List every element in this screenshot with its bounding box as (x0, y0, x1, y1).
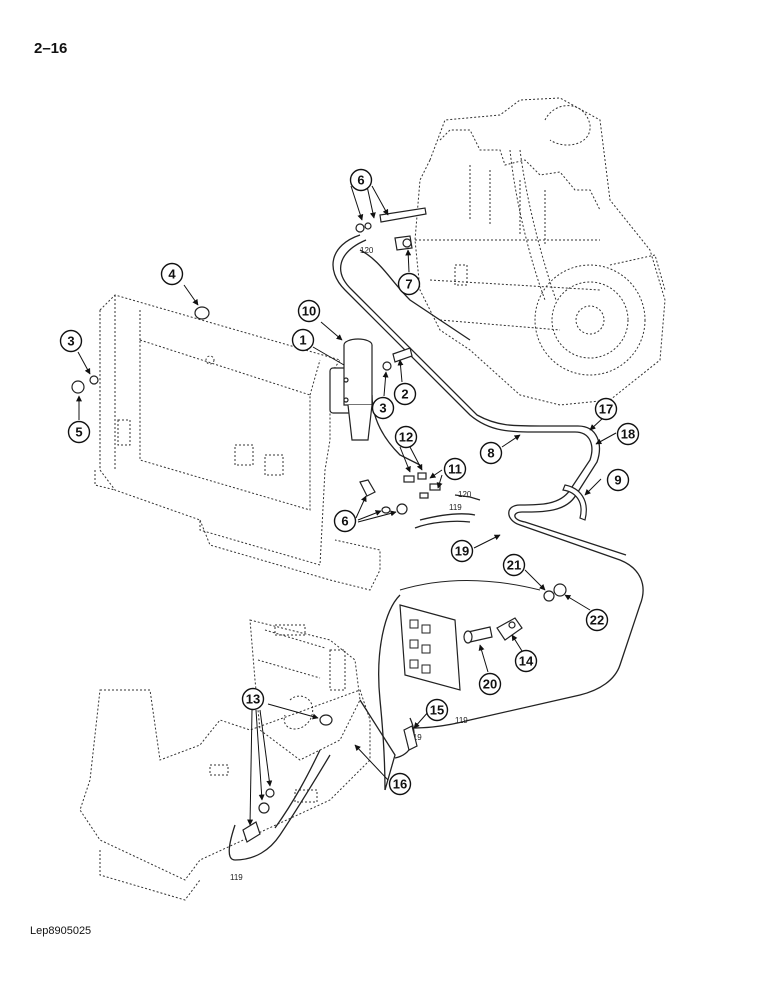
wire-label: 120 (360, 246, 374, 255)
svg-text:22: 22 (590, 613, 604, 628)
svg-text:4: 4 (168, 267, 176, 282)
svg-text:7: 7 (405, 277, 412, 292)
callout-4: 4 (160, 262, 184, 286)
callout-2: 2 (393, 382, 417, 406)
engine-outline (414, 97, 666, 406)
wire-label: 120 (458, 490, 472, 499)
svg-text:20: 20 (483, 677, 497, 692)
svg-text:12: 12 (399, 430, 413, 445)
leader-lines (76, 185, 617, 826)
callout-23: 22 (585, 608, 609, 632)
page-number: 2–16 (34, 40, 68, 57)
callout-9: 8 (479, 441, 503, 465)
svg-text:19: 19 (455, 544, 469, 559)
wire-labels: 120 120 119 119 119 119 (230, 246, 472, 882)
svg-text:13: 13 (246, 692, 260, 707)
callout-16: 15 (425, 698, 449, 722)
callout-18: 17 (594, 397, 618, 421)
callout-7: 6 (349, 168, 373, 192)
mounting-frame (94, 294, 381, 591)
callout-21: 20 (478, 672, 502, 696)
callout-3-right: 3 (371, 396, 395, 420)
svg-text:3: 3 (379, 401, 386, 416)
wire-label: 119 (230, 873, 243, 882)
svg-text:2: 2 (401, 387, 408, 402)
svg-text:18: 18 (621, 427, 635, 442)
svg-text:11: 11 (448, 462, 462, 477)
wire-label: 119 (455, 716, 468, 725)
callout-12: 11 (443, 457, 467, 481)
svg-text:17: 17 (599, 402, 613, 417)
svg-text:1: 1 (299, 333, 306, 348)
svg-text:10: 10 (302, 304, 316, 319)
callout-17: 16 (388, 772, 412, 796)
callout-5: 5 (67, 420, 91, 444)
callout-1: 1 (291, 328, 315, 352)
svg-text:3: 3 (67, 334, 74, 349)
callout-6: 6 (333, 509, 357, 533)
callout-10: 9 (606, 468, 630, 492)
svg-text:6: 6 (357, 173, 364, 188)
callout-20: 19 (450, 539, 474, 563)
wire-label: 119 (449, 503, 462, 512)
wiring-harness (228, 234, 644, 861)
callout-13: 12 (394, 425, 418, 449)
svg-text:8: 8 (487, 446, 494, 461)
reference-code: Lep8905025 (30, 925, 92, 937)
callout-3-left: 3 (59, 329, 83, 353)
floor-plate (79, 619, 371, 901)
wire-label: 119 (409, 733, 422, 742)
callout-11: 10 (297, 299, 321, 323)
component-parts (71, 207, 587, 843)
callout-19: 18 (616, 422, 640, 446)
svg-text:21: 21 (507, 558, 521, 573)
svg-text:15: 15 (430, 703, 444, 718)
callout-22: 21 (502, 553, 526, 577)
svg-text:9: 9 (614, 473, 621, 488)
svg-text:6: 6 (341, 514, 348, 529)
callout-15: 14 (514, 649, 538, 673)
svg-text:16: 16 (393, 777, 407, 792)
svg-text:14: 14 (519, 654, 534, 669)
callout-8: 7 (397, 272, 421, 296)
callout-14: 13 (241, 687, 265, 711)
svg-text:5: 5 (75, 425, 82, 440)
